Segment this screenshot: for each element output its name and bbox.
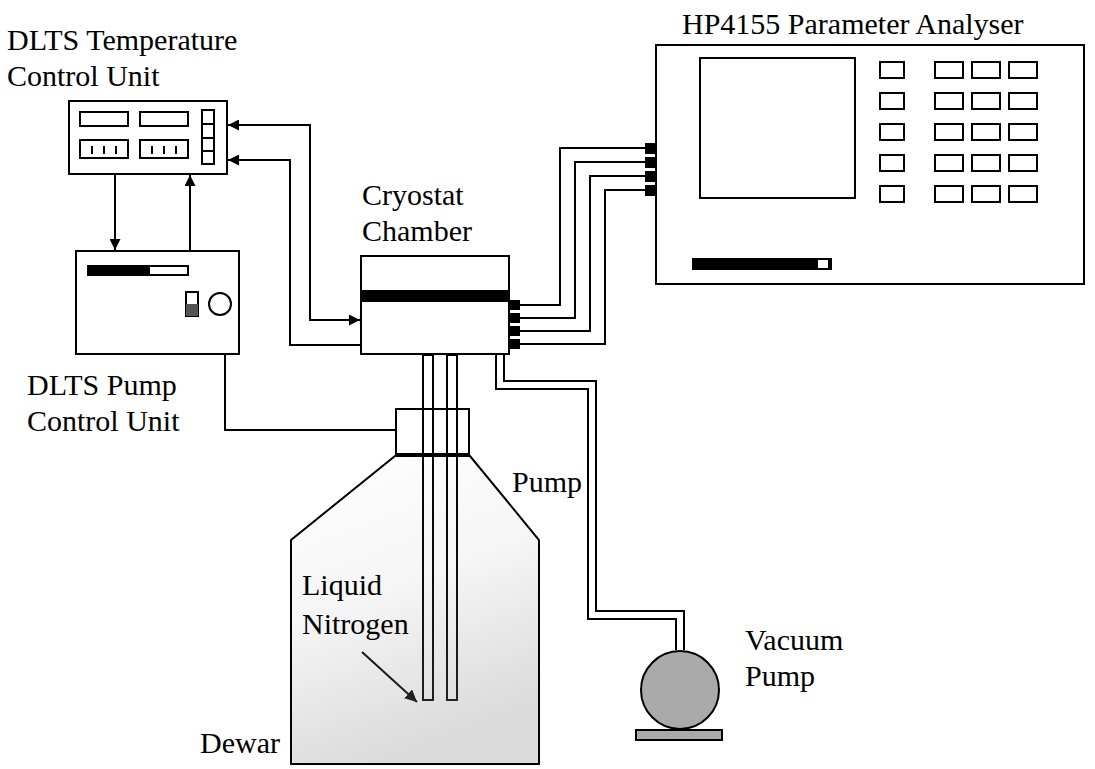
- connector-line: [228, 125, 360, 320]
- connector-path: [114, 175, 116, 250]
- disk-slot: [692, 258, 832, 270]
- panel-button: [972, 124, 1000, 140]
- panel-button: [972, 62, 1000, 78]
- panel-button: [935, 62, 963, 78]
- node-label: Pump: [512, 464, 592, 500]
- panel-button: [1009, 124, 1037, 140]
- connector-line: [190, 175, 191, 250]
- connector-path: [228, 160, 360, 345]
- analyser-screen: [700, 58, 855, 198]
- indicator-bar: [202, 110, 214, 164]
- slot-light: [818, 260, 828, 268]
- node-label: Cryostat Chamber: [362, 177, 532, 249]
- panel-button: [1009, 155, 1037, 171]
- cryostat-box: Cryostat Chamber: [360, 255, 510, 355]
- connector-path: [189, 175, 191, 250]
- control-unit-box: DLTS Temperature Control Unit: [68, 100, 228, 175]
- slider-fill: [88, 266, 150, 275]
- panel-button: [935, 93, 963, 109]
- indicator-division: [202, 124, 214, 151]
- panel-button: [935, 155, 963, 171]
- connector-path: [510, 190, 655, 344]
- pump-base: [636, 730, 722, 740]
- panel-button: [935, 124, 963, 140]
- instrument-box: HP4155 Parameter Analyser: [655, 44, 1085, 285]
- pump-box: Pump: [395, 408, 470, 455]
- panel-button: [935, 186, 963, 202]
- node-label: DLTS Pump Control Unit: [27, 367, 197, 439]
- control-unit-box: DLTS Pump Control Unit: [75, 250, 240, 355]
- panel-button: [880, 124, 904, 140]
- panel-button: [880, 186, 904, 202]
- connector-line: [115, 175, 116, 250]
- connector-line: [510, 148, 655, 305]
- panel-button: [880, 62, 904, 78]
- node-label: HP4155 Parameter Analyser: [682, 6, 1095, 42]
- vacuum-pump-outline: [640, 650, 720, 742]
- cryostat-seal: [360, 290, 510, 302]
- connector-line: [510, 162, 655, 318]
- connector-path: [510, 176, 655, 331]
- pump-body: [641, 651, 719, 729]
- display-window: [80, 112, 128, 126]
- connector-path: [510, 162, 655, 318]
- connector-line: [225, 355, 395, 430]
- toggle-switch: [186, 292, 198, 316]
- scale-tick: [92, 146, 176, 154]
- vacuum-pump: Vacuum Pump: [640, 650, 720, 742]
- panel-button: [972, 186, 1000, 202]
- control-knob: [209, 293, 231, 315]
- panel-button: [1009, 62, 1037, 78]
- connector-path: [510, 148, 655, 305]
- panel-button: [880, 93, 904, 109]
- part-label: Liquid Nitrogen: [302, 565, 422, 643]
- panel-button: [1009, 186, 1037, 202]
- button-panel: [880, 62, 1037, 202]
- panel-button: [972, 93, 1000, 109]
- panel-button: [972, 155, 1000, 171]
- panel-button: [880, 155, 904, 171]
- connector-line: [228, 160, 360, 345]
- connector-line: [510, 176, 655, 331]
- node-label: DLTS Temperature Control Unit: [7, 22, 307, 94]
- display-window: [140, 112, 188, 126]
- toggle-lever: [186, 304, 198, 316]
- connector-path: [225, 355, 395, 430]
- node-label: Dewar: [200, 725, 288, 761]
- connector-path: [228, 125, 360, 320]
- connector-line: [510, 190, 655, 344]
- node-label: Vacuum Pump: [745, 622, 865, 694]
- slider-bar: [88, 266, 188, 275]
- dewar-body: [291, 456, 539, 764]
- panel-button: [1009, 93, 1037, 109]
